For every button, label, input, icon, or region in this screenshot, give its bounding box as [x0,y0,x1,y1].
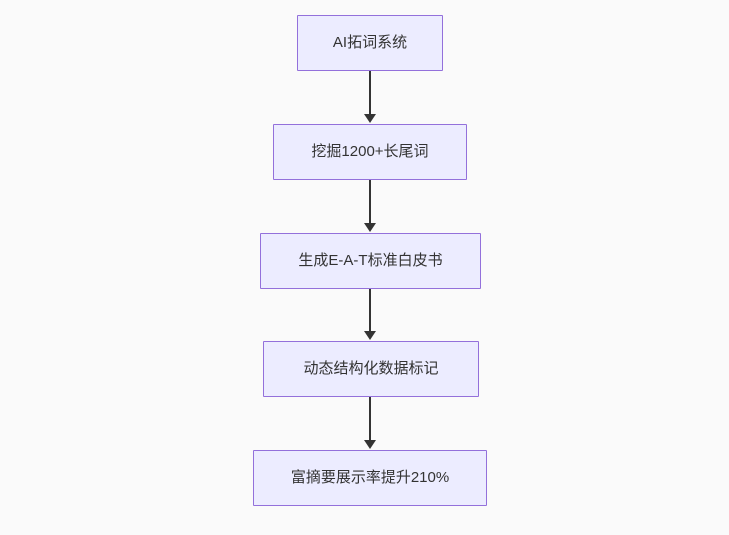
flow-node-label: 生成E-A-T标准白皮书 [298,252,443,269]
arrowhead-down-icon [364,440,376,449]
flow-node-mine-longtail-keywords: 挖掘1200+长尾词 [273,124,467,180]
edge-line-1 [369,71,371,116]
flow-node-label: AI拓词系统 [332,34,408,51]
flow-node-label: 动态结构化数据标记 [303,360,439,377]
flow-node-dynamic-structured-data-markup: 动态结构化数据标记 [263,341,479,397]
flow-node-ai-word-expansion-system: AI拓词系统 [297,15,443,71]
edge-line-2 [369,180,371,225]
flow-node-label: 富摘要展示率提升210% [290,469,450,486]
flow-node-label: 挖掘1200+长尾词 [311,143,429,160]
arrowhead-down-icon [364,331,376,340]
arrowhead-down-icon [364,114,376,123]
flow-node-generate-eat-whitepaper: 生成E-A-T标准白皮书 [260,233,481,289]
arrowhead-down-icon [364,223,376,232]
flow-node-rich-snippet-rate-increase: 富摘要展示率提升210% [253,450,487,506]
edge-line-3 [369,289,371,333]
edge-line-4 [369,397,371,442]
